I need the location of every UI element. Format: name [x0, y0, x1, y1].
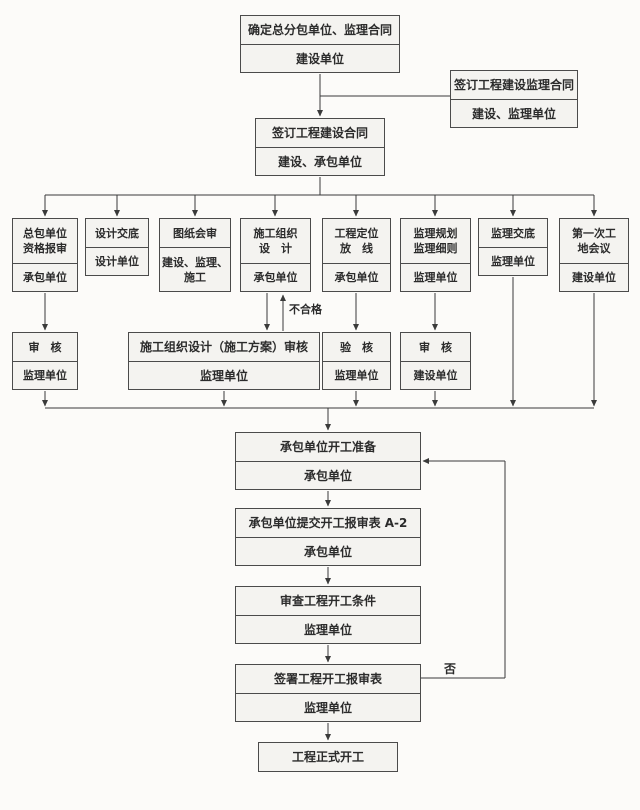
- title-cell: 总包单位 资格报审: [13, 219, 77, 263]
- node-verify: 验 核 监理单位: [322, 332, 391, 390]
- title-line: 审查工程开工条件: [279, 594, 376, 608]
- node-submit-start-form-a2: 承包单位提交开工报审表 A-2 承包单位: [235, 508, 421, 566]
- title-line: 确定总分包单位、监理合同: [247, 23, 392, 37]
- node-check-start-conditions: 审查工程开工条件 监理单位: [235, 586, 421, 644]
- title-cell: 监理规划 监理细则: [401, 219, 470, 263]
- title-line: 施工组织: [253, 227, 298, 240]
- title-cell: 监理交底: [479, 219, 547, 247]
- node-review-supervisor: 审 核 监理单位: [12, 332, 78, 390]
- actor-cell: 建设、监理、施工: [160, 247, 230, 291]
- title-line: 资格报审: [23, 242, 67, 255]
- node-first-site-meeting: 第一次工 地会议 建设单位: [559, 218, 629, 292]
- title-line: 总包单位: [23, 227, 67, 240]
- actor-cell: 监理单位: [13, 361, 77, 389]
- title-cell: 承包单位开工准备: [236, 433, 420, 461]
- node-supervision-disclosure: 监理交底 监理单位: [478, 218, 548, 276]
- title-line: 设 计: [259, 242, 292, 255]
- node-official-start: 工程正式开工: [258, 742, 398, 772]
- title-line: 施工组织设计（施工方案）审核: [139, 340, 308, 354]
- node-supervision-plan: 监理规划 监理细则 监理单位: [400, 218, 471, 292]
- node-org-design-review: 施工组织设计（施工方案）审核 监理单位: [128, 332, 320, 390]
- actor-cell: 建设、监理单位: [451, 99, 577, 127]
- title-line: 审 核: [419, 340, 452, 354]
- node-general-contractor-qualification: 总包单位 资格报审 承包单位: [12, 218, 78, 292]
- title-line: 验 核: [340, 340, 373, 354]
- actor-cell: 设计单位: [86, 247, 148, 275]
- actor-cell: 承包单位: [241, 263, 310, 291]
- actor-cell: 监理单位: [236, 615, 420, 643]
- title-line: 签署工程开工报审表: [273, 672, 382, 686]
- node-sign-start-form: 签署工程开工报审表 监理单位: [235, 664, 421, 722]
- node-design-disclosure: 设计交底 设计单位: [85, 218, 149, 276]
- title-line: 地会议: [577, 242, 611, 255]
- title-cell: 图纸会审: [160, 219, 230, 247]
- actor-cell: 承包单位: [13, 263, 77, 291]
- title-line: 放 线: [340, 242, 373, 255]
- node-sign-supervision-contract: 签订工程建设监理合同 建设、监理单位: [450, 70, 578, 128]
- title-line: 监理交底: [491, 226, 535, 240]
- title-line: 监理规划: [413, 227, 458, 240]
- node-construction-org-design: 施工组织 设 计 承包单位: [240, 218, 311, 292]
- title-cell: 签署工程开工报审表: [236, 665, 420, 693]
- actor-cell: 监理单位: [401, 263, 470, 291]
- title-cell: 工程正式开工: [259, 743, 397, 771]
- reject-label: 不合格: [288, 303, 323, 317]
- node-review-owner: 审 核 建设单位: [400, 332, 471, 390]
- title-cell: 签订工程建设合同: [256, 119, 384, 147]
- title-line: 图纸会审: [173, 226, 217, 240]
- title-cell: 第一次工 地会议: [560, 219, 628, 263]
- title-cell: 承包单位提交开工报审表 A-2: [236, 509, 420, 537]
- title-cell: 设计交底: [86, 219, 148, 247]
- title-line: 第一次工: [572, 227, 616, 240]
- title-line: 签订工程建设监理合同: [453, 78, 574, 92]
- title-line: 工程正式开工: [291, 750, 364, 764]
- title-cell: 审查工程开工条件: [236, 587, 420, 615]
- actor-cell: 建设单位: [560, 263, 628, 291]
- title-line: 设计交底: [95, 226, 139, 240]
- title-cell: 施工组织设计（施工方案）审核: [129, 333, 319, 361]
- node-start-preparation: 承包单位开工准备 承包单位: [235, 432, 421, 490]
- no-label: 否: [443, 662, 458, 676]
- actor-cell: 建设单位: [401, 361, 470, 389]
- actor-cell: 承包单位: [236, 537, 420, 565]
- title-line: 签订工程建设合同: [271, 126, 368, 140]
- title-cell: 验 核: [323, 333, 390, 361]
- actor-cell: 建设单位: [241, 44, 399, 72]
- node-sign-construction-contract: 签订工程建设合同 建设、承包单位: [255, 118, 385, 176]
- title-cell: 签订工程建设监理合同: [451, 71, 577, 99]
- title-line: 承包单位开工准备: [279, 440, 376, 454]
- actor-cell: 监理单位: [323, 361, 390, 389]
- actor-cell: 承包单位: [323, 263, 390, 291]
- title-cell: 确定总分包单位、监理合同: [241, 16, 399, 44]
- node-determine-contractors: 确定总分包单位、监理合同 建设单位: [240, 15, 400, 73]
- actor-cell: 建设、承包单位: [256, 147, 384, 175]
- actor-cell: 承包单位: [236, 461, 420, 489]
- actor-cell: 监理单位: [129, 361, 319, 389]
- actor-cell: 监理单位: [479, 247, 547, 275]
- title-line: 工程定位: [334, 227, 379, 240]
- title-cell: 审 核: [13, 333, 77, 361]
- actor-cell: 监理单位: [236, 693, 420, 721]
- node-drawing-review: 图纸会审 建设、监理、施工: [159, 218, 231, 292]
- title-line: 审 核: [28, 340, 62, 354]
- title-cell: 施工组织 设 计: [241, 219, 310, 263]
- title-cell: 工程定位 放 线: [323, 219, 390, 263]
- title-cell: 审 核: [401, 333, 470, 361]
- node-positioning-setout: 工程定位 放 线 承包单位: [322, 218, 391, 292]
- title-line: 承包单位提交开工报审表 A-2: [248, 516, 408, 530]
- title-line: 监理细则: [413, 242, 458, 255]
